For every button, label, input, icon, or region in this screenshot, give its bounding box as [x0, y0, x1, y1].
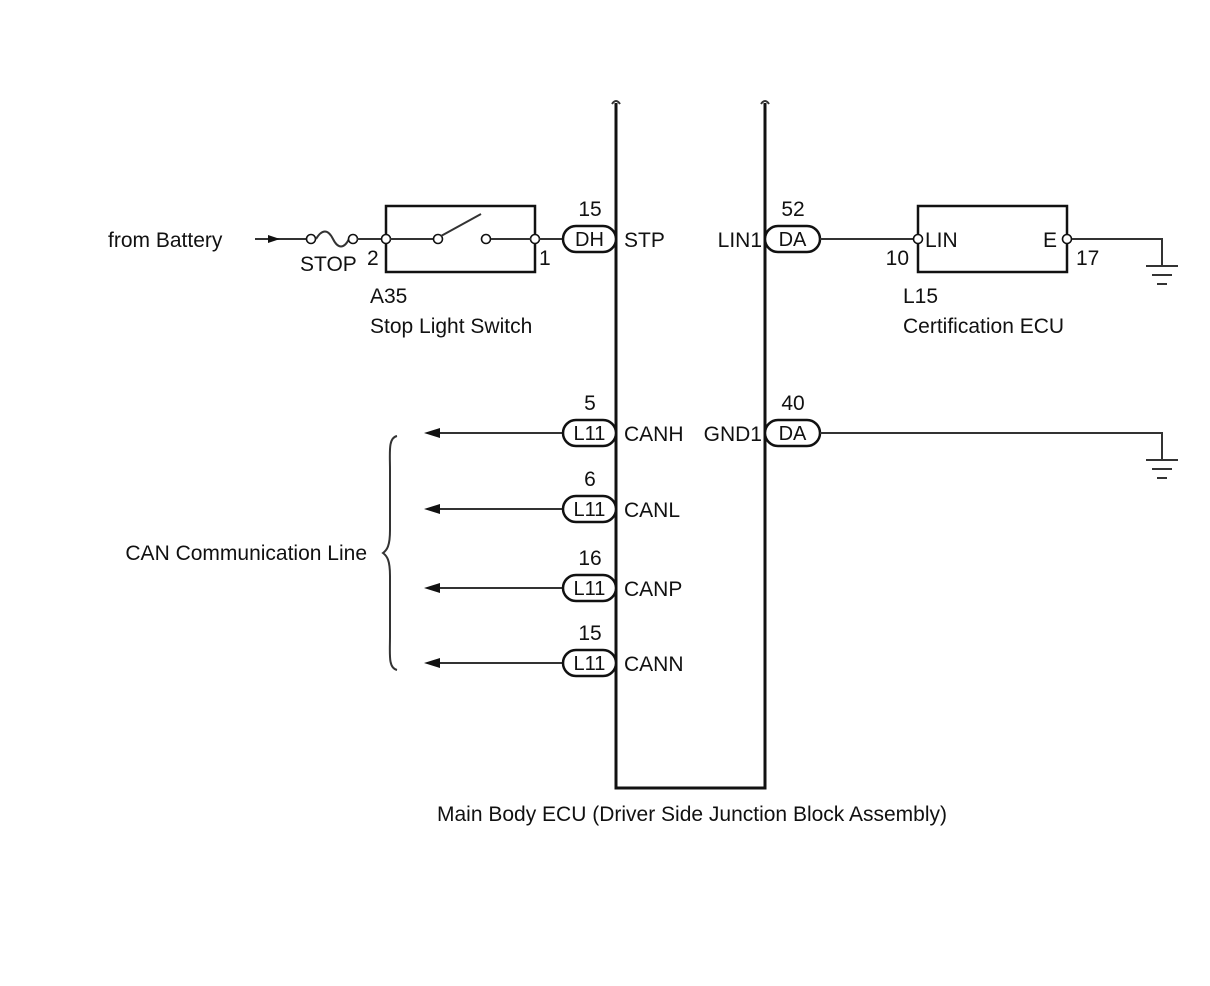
- switch-name-label: Stop Light Switch: [370, 315, 532, 338]
- switch-pin-out-label: 1: [539, 247, 551, 270]
- canh-terminal-label: CANH: [624, 423, 684, 446]
- ground-top-icon: [1146, 265, 1178, 285]
- cert-lin-pin-icon: [912, 233, 924, 245]
- connector-l11-canl-label: L11: [574, 499, 606, 521]
- can-label: CAN Communication Line: [125, 542, 367, 565]
- cert-e-pin-icon: [1061, 233, 1073, 245]
- stop-light-switch: [380, 204, 541, 274]
- connector-l11-canp: L11: [561, 573, 618, 603]
- gnd1-terminal-label: GND1: [704, 423, 762, 446]
- switch-pin-1-icon: [529, 233, 541, 245]
- connector-l11-canh: L11: [561, 418, 618, 448]
- can-brace-icon: [381, 435, 398, 671]
- canl-pin-number: 6: [584, 468, 596, 491]
- lin1-pin-number: 52: [781, 198, 804, 221]
- cann-terminal-label: CANN: [624, 653, 684, 676]
- canh-arrow-icon: [424, 428, 440, 438]
- connector-l11-canh-label: L11: [574, 423, 606, 445]
- ground-bottom-icon: [1146, 459, 1178, 479]
- connector-dh: DH: [561, 224, 618, 254]
- battery-label: from Battery: [108, 229, 223, 252]
- canp-terminal-label: CANP: [624, 578, 682, 601]
- cert-lin-terminal: LIN: [925, 229, 958, 252]
- break-mark-left-icon: [611, 100, 621, 105]
- switch-contact-icon: [440, 213, 482, 237]
- connector-dh-label: DH: [575, 229, 604, 251]
- connector-da-lin: DA: [763, 224, 822, 254]
- cert-name-label: Certification ECU: [903, 315, 1064, 338]
- cert-e-pin-number: 17: [1076, 247, 1099, 270]
- battery-arrow-icon: [255, 235, 306, 243]
- fuse-label: STOP: [300, 253, 357, 276]
- cert-code-label: L15: [903, 285, 938, 308]
- main-ecu-label: Main Body ECU (Driver Side Junction Bloc…: [437, 803, 947, 826]
- switch-pin-in-label: 2: [367, 247, 379, 270]
- connector-da-gnd: DA: [763, 418, 822, 448]
- cert-lin-pin-number: 10: [886, 247, 909, 270]
- canh-pin-number: 5: [584, 392, 596, 415]
- break-mark-right-icon: [760, 100, 770, 105]
- gnd1-pin-number: 40: [781, 392, 804, 415]
- lin1-terminal-label: LIN1: [718, 229, 762, 252]
- certification-ecu: [912, 204, 1073, 274]
- cann-pin-number: 15: [578, 622, 601, 645]
- stp-terminal-label: STP: [624, 229, 665, 252]
- cert-e-terminal: E: [1043, 229, 1057, 252]
- canp-arrow-icon: [424, 583, 440, 593]
- connector-l11-cann: L11: [561, 648, 618, 678]
- switch-code-label: A35: [370, 285, 407, 308]
- connector-da-gnd-label: DA: [779, 423, 807, 445]
- connector-l11-canp-label: L11: [574, 578, 606, 600]
- main-body-ecu-outline: [611, 100, 770, 790]
- canp-pin-number: 16: [578, 547, 601, 570]
- connector-da-lin-label: DA: [779, 229, 807, 251]
- canl-arrow-icon: [424, 504, 440, 514]
- connector-l11-canl: L11: [561, 494, 618, 524]
- connector-l11-cann-label: L11: [574, 653, 606, 675]
- fuse-icon: [305, 230, 359, 248]
- cann-arrow-icon: [424, 658, 440, 668]
- stp-pin-number: 15: [578, 198, 601, 221]
- canl-terminal-label: CANL: [624, 499, 680, 522]
- switch-pin-2-icon: [380, 233, 392, 245]
